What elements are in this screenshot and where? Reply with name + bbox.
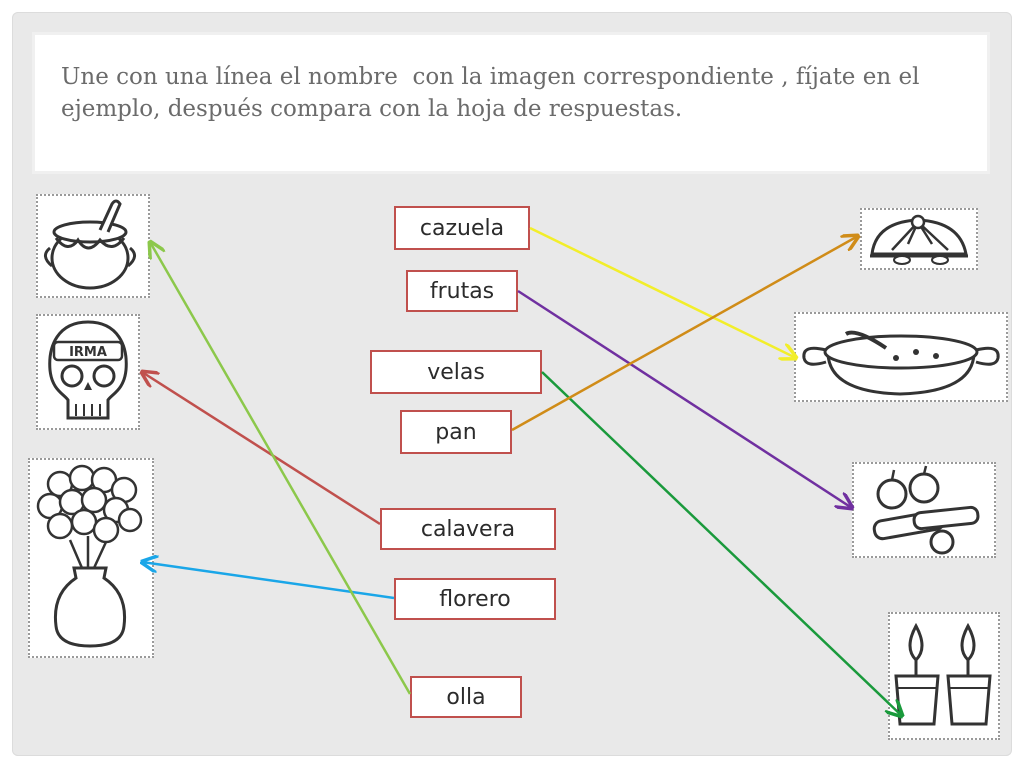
word-frutas[interactable]: frutas: [406, 270, 518, 312]
word-cazuela[interactable]: cazuela: [394, 206, 530, 250]
fruits-icon: [872, 465, 980, 555]
skull-band-text: IRMA: [69, 345, 107, 360]
bread-icon: [870, 214, 968, 265]
clay-dish-icon: [802, 330, 1000, 396]
word-velas[interactable]: velas: [370, 350, 542, 394]
word-florero[interactable]: florero: [394, 578, 556, 620]
arrow-pan: [511, 236, 858, 432]
pan-picture[interactable]: [860, 208, 978, 270]
arrow-velas: [541, 371, 902, 716]
arrow-olla: [150, 242, 412, 695]
arrow-frutas: [517, 289, 852, 508]
instruction-text: Une con una línea el nombre con la image…: [61, 64, 927, 122]
word-calavera[interactable]: calavera: [380, 508, 556, 550]
cazuela-picture[interactable]: [794, 312, 1008, 402]
instruction-box: Une con una línea el nombre con la image…: [32, 32, 990, 174]
word-pan[interactable]: pan: [400, 410, 512, 454]
word-olla[interactable]: olla: [410, 676, 522, 718]
olla-picture[interactable]: [36, 194, 150, 298]
arrow-calavera: [142, 372, 381, 526]
skull-icon: IRMA: [48, 320, 128, 420]
pot-icon: [44, 199, 136, 290]
flower-vase-icon: [36, 464, 143, 648]
florero-picture[interactable]: [28, 458, 154, 658]
arrow-cazuela: [529, 226, 796, 358]
arrow-florero: [142, 562, 395, 600]
